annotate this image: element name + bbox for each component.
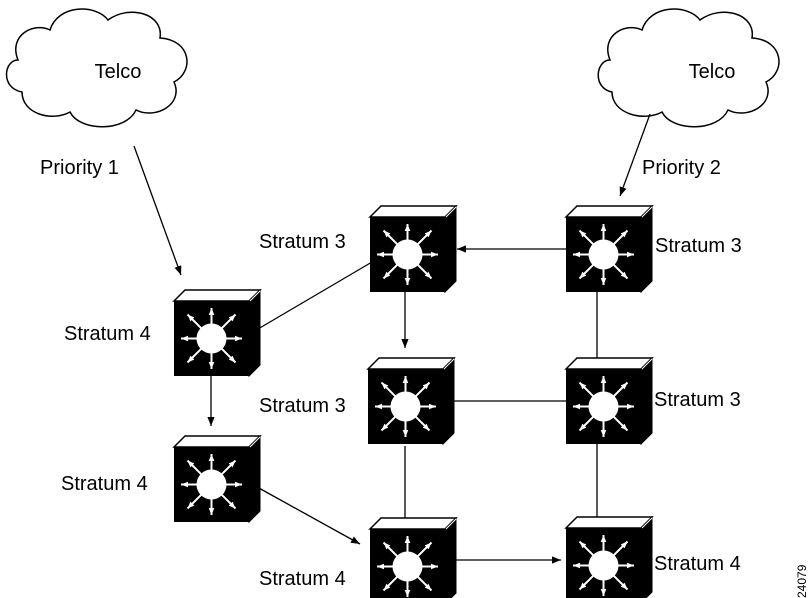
switch-icon (566, 517, 652, 598)
switch-label: Stratum 4 (61, 473, 148, 495)
link-sw-b-to-sw-e (256, 486, 361, 545)
switch-stratum-3-c: Stratum 3 (259, 206, 456, 292)
switch-icon (370, 206, 456, 292)
switch-label: Stratum 4 (64, 323, 151, 345)
cloud-shape (597, 8, 780, 128)
switch-icon (566, 206, 652, 292)
switch-label: Stratum 4 (259, 568, 346, 590)
figure-id: 24079 (795, 564, 809, 598)
switch-icon (370, 518, 456, 598)
switch-stratum-4-h: Stratum 4 (566, 517, 741, 598)
switch-label: Stratum 3 (654, 389, 741, 411)
priority-2-arrow (619, 113, 651, 197)
telco-cloud-left: Telco (5, 8, 188, 128)
switch-stratum-4-a: Stratum 4 (64, 290, 260, 376)
link-sw-a-to-sw-c (257, 261, 373, 330)
priority-1-arrow (133, 145, 182, 276)
connectors (133, 113, 651, 564)
priority-1-label: Priority 1 (40, 157, 119, 179)
switch-stratum-4-e: Stratum 4 (259, 518, 456, 598)
switch-icon (566, 358, 652, 444)
switch-icon (368, 358, 454, 444)
switch-icon (174, 290, 260, 376)
switch-stratum-4-b: Stratum 4 (61, 436, 260, 522)
switch-stratum-3-f: Stratum 3 (259, 358, 454, 444)
cloud-label: Telco (95, 61, 142, 83)
telco-cloud-right: Telco (597, 8, 780, 128)
switch-stratum-3-d: Stratum 3 (566, 206, 742, 292)
cloud-label: Telco (689, 61, 736, 83)
switch-label: Stratum 3 (655, 235, 742, 257)
switch-icon (174, 436, 260, 522)
switch-stratum-3-g: Stratum 3 (566, 358, 741, 444)
switch-label: Stratum 4 (654, 553, 741, 575)
switch-label: Stratum 3 (259, 395, 346, 417)
cloud-shape (5, 8, 188, 128)
switch-label: Stratum 3 (259, 231, 346, 253)
priority-2-label: Priority 2 (642, 157, 721, 179)
